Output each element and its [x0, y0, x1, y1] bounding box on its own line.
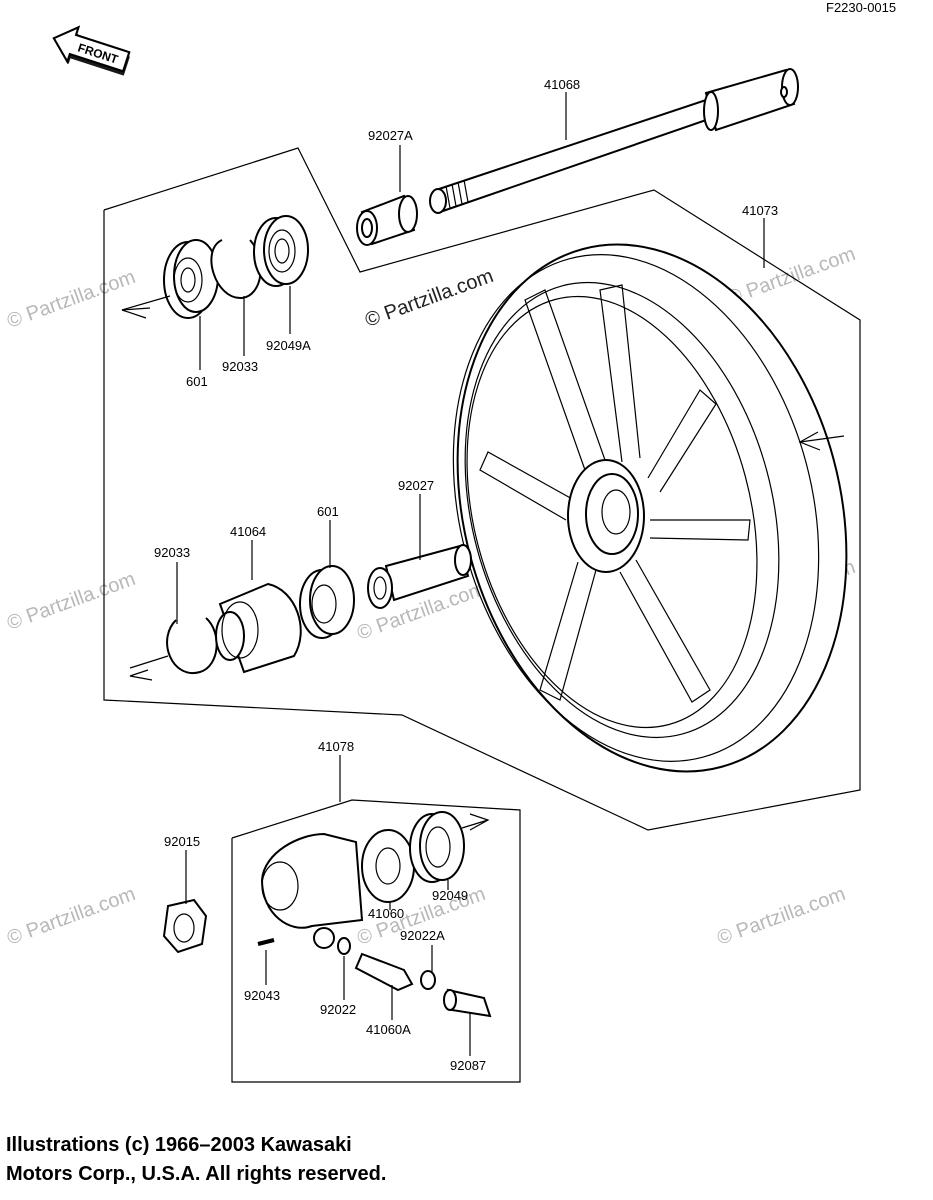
washer-92022 — [337, 937, 351, 955]
label-41068: 41068 — [544, 77, 580, 92]
pinion-41060A — [354, 952, 414, 992]
watermark-1: © Partzilla.com — [4, 266, 138, 333]
bearing-601-top — [163, 239, 219, 319]
speedometer-drive-41064 — [215, 582, 302, 674]
axle-41068 — [429, 68, 799, 214]
watermark-main: © Partzilla.com — [362, 265, 496, 332]
parts-diagram: © Partzilla.com © Partzilla.com © Partzi… — [4, 0, 896, 1083]
label-41060A: 41060A — [366, 1022, 411, 1037]
label-601-top: 601 — [186, 374, 208, 389]
gear-housing-41078 — [260, 832, 364, 949]
wheel-spokes — [479, 284, 751, 703]
spacer-92027 — [367, 544, 472, 609]
label-92087: 92087 — [450, 1058, 486, 1073]
label-41078: 41078 — [318, 739, 354, 754]
nut-92015 — [162, 898, 208, 954]
label-601-mid: 601 — [317, 504, 339, 519]
pin-92043 — [257, 938, 275, 946]
watermark-3: © Partzilla.com — [4, 568, 138, 635]
copyright-line-1: Illustrations (c) 1966–2003 Kawasaki — [6, 1134, 352, 1156]
label-92033-mid: 92033 — [154, 545, 190, 560]
diagram-code: F2230-0015 — [826, 0, 896, 15]
spacer-92027A — [356, 194, 418, 246]
leader-lines — [176, 92, 765, 1056]
label-92049A: 92049A — [266, 338, 311, 353]
label-92015: 92015 — [164, 834, 200, 849]
washer-92022A — [420, 970, 436, 990]
label-41073: 41073 — [742, 203, 778, 218]
bearing-601-mid — [299, 565, 355, 639]
label-92022A: 92022A — [400, 928, 445, 943]
label-92027: 92027 — [398, 478, 434, 493]
assembly-outline — [103, 147, 861, 1083]
label-92033-top: 92033 — [222, 359, 258, 374]
part-labels: 41068 92027A 41073 601 92033 92049A 9203… — [154, 77, 778, 1073]
watermark-5: © Partzilla.com — [4, 883, 138, 950]
gear-41060 — [361, 829, 415, 903]
label-92049: 92049 — [432, 888, 468, 903]
direction-arrows — [121, 295, 845, 831]
wheel-41073 — [452, 243, 848, 773]
bushing-92087 — [443, 988, 492, 1018]
label-41064: 41064 — [230, 524, 266, 539]
seal-92049A — [253, 215, 309, 287]
circlip-92033-mid — [166, 617, 218, 675]
seal-92049 — [409, 811, 465, 883]
copyright-notice: Illustrations (c) 1966–2003 Kawasaki Mot… — [6, 1131, 706, 1189]
label-92043: 92043 — [244, 988, 280, 1003]
label-92027A: 92027A — [368, 128, 413, 143]
label-92022: 92022 — [320, 1002, 356, 1017]
front-arrow-icon: FRONT — [52, 25, 131, 76]
watermark-6: © Partzilla.com — [714, 883, 848, 950]
label-41060: 41060 — [368, 906, 404, 921]
copyright-line-2: Motors Corp., U.S.A. All rights reserved… — [6, 1163, 387, 1185]
